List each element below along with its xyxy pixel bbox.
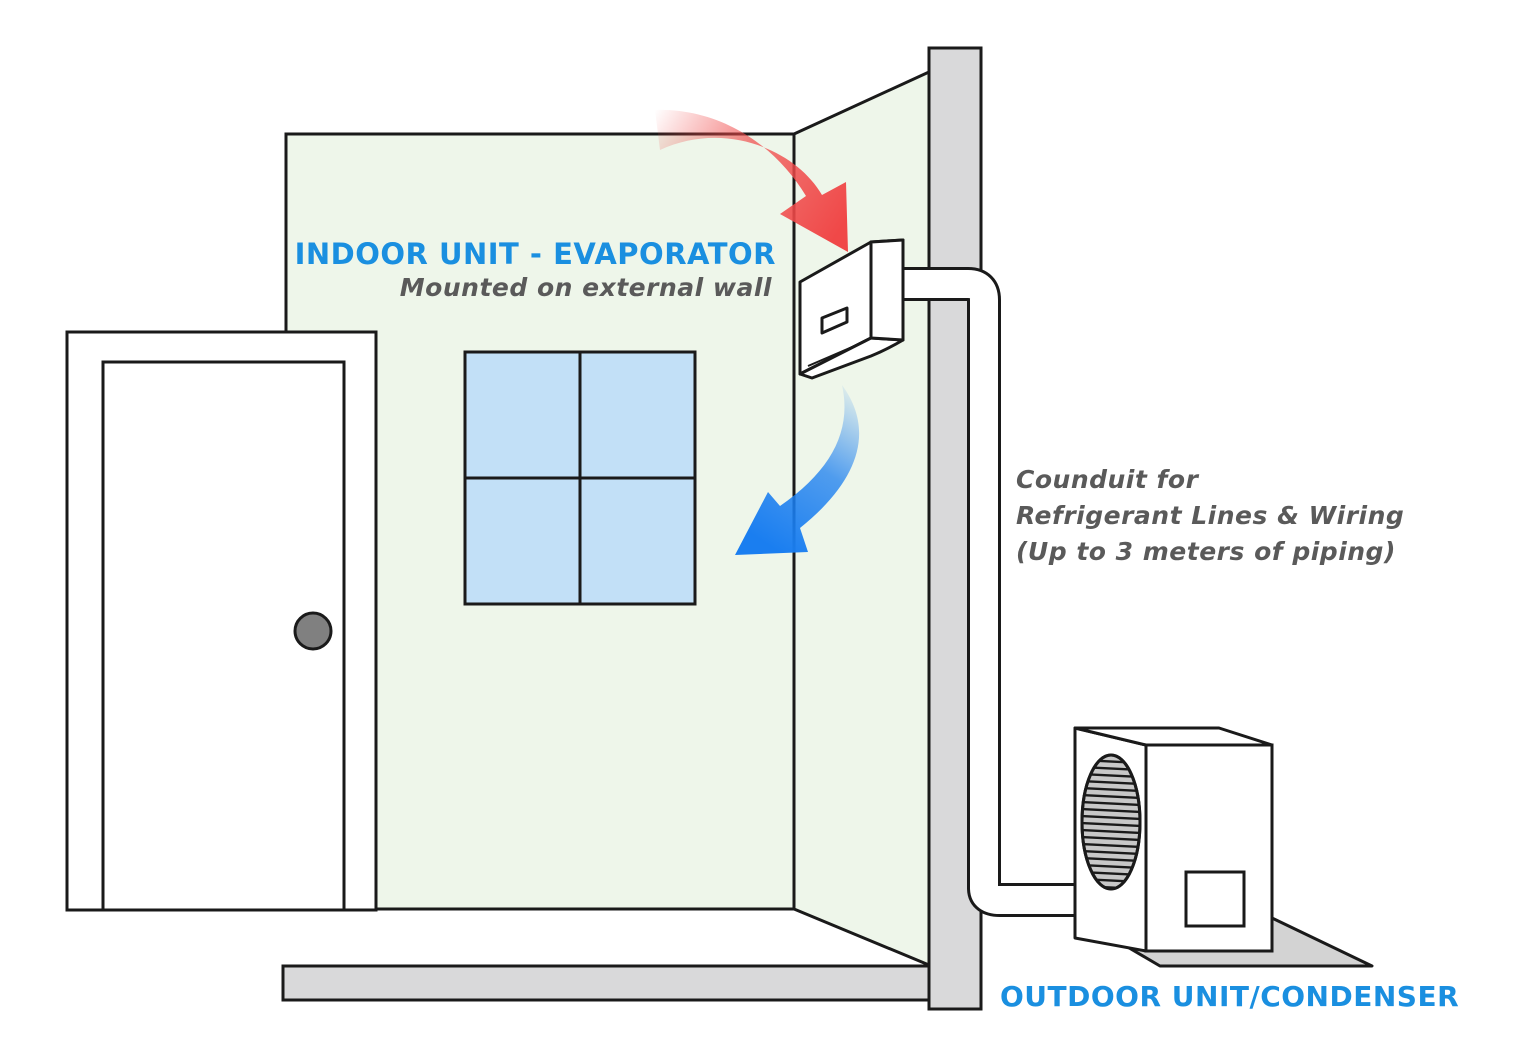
fan-grille-line <box>1082 835 1140 842</box>
fan-grille-line <box>1082 828 1140 835</box>
fan-grille-line <box>1082 786 1140 793</box>
service-valve-box <box>1184 870 1246 928</box>
indoor-unit-vent-line <box>807 340 867 367</box>
indoor-unit-side <box>869 238 905 342</box>
indoor-unit-title: INDOOR UNIT - EVAPORATOR <box>295 237 776 271</box>
fan-grille-line <box>1082 807 1140 814</box>
door-knob-icon <box>293 611 333 651</box>
conduit-label-line-1: Counduit for <box>1016 465 1200 494</box>
fan-grille-icon <box>1080 753 1142 891</box>
fan-grille-line <box>1082 849 1140 856</box>
warm-air-arrow-icon <box>655 109 848 253</box>
fan-grille-line <box>1082 842 1140 849</box>
conduit-label-line-3: (Up to 3 meters of piping) <box>1016 537 1396 566</box>
fan-grille-line <box>1082 821 1140 828</box>
floor-slab <box>281 964 931 1002</box>
indoor-unit-display <box>820 306 849 335</box>
fan-grille-line <box>1082 793 1140 800</box>
fan-grille-line <box>1082 814 1140 821</box>
conduit-label-line-2: Refrigerant Lines & Wiring <box>1016 501 1404 530</box>
fan-grille-line <box>1082 800 1140 807</box>
fan-grille-line <box>1082 779 1140 786</box>
refrigerant-conduit <box>903 267 1190 917</box>
outdoor-unit-title: OUTDOOR UNIT/CONDENSER <box>1000 980 1459 1013</box>
indoor-unit-subtitle: Mounted on external wall <box>400 273 772 302</box>
cool-air-arrow-icon <box>735 385 860 555</box>
fan-grille-line <box>1082 856 1140 863</box>
window <box>463 350 697 606</box>
outdoor-unit <box>1073 726 1374 968</box>
indoor-unit <box>798 238 905 380</box>
